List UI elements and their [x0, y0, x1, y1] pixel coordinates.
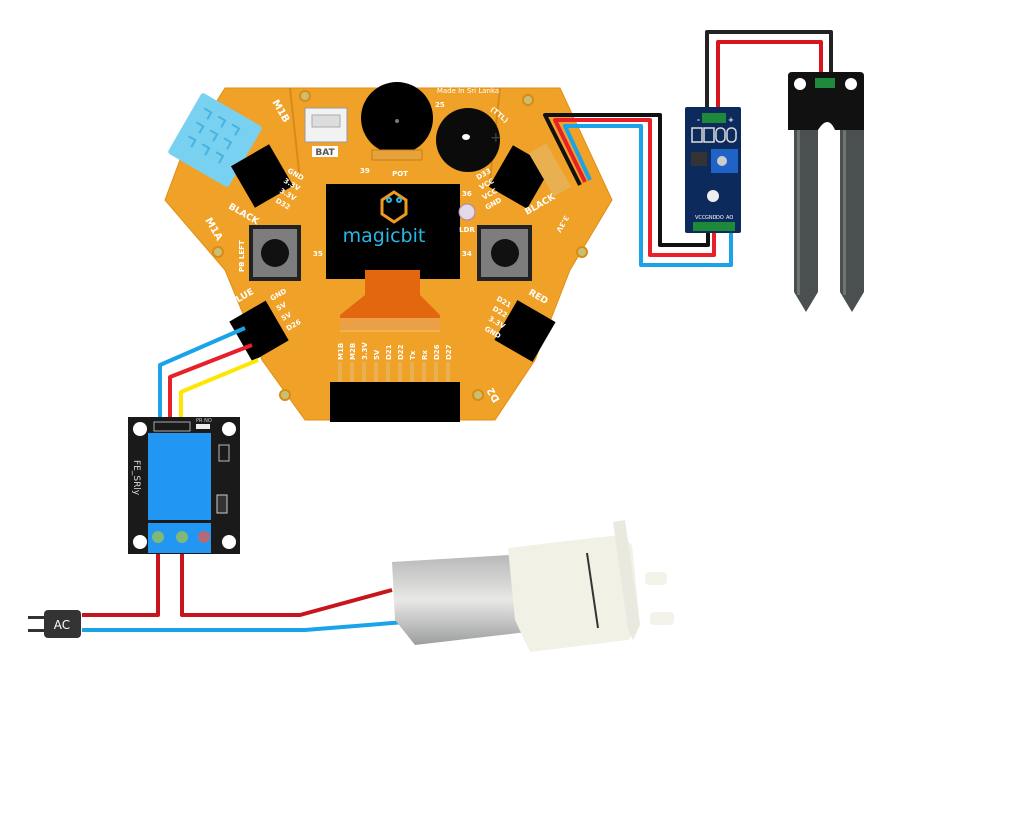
mounting-holes [212, 90, 588, 401]
ldr-sensor [458, 203, 476, 221]
header-pin-label: D21 [385, 344, 393, 360]
label-34: 34 [462, 250, 472, 258]
header-pin-label: Tx [409, 350, 417, 360]
header-pin [434, 362, 438, 382]
pot-label: POT [392, 170, 408, 178]
header-pin [398, 362, 402, 382]
header-pin-label: Rx [421, 350, 429, 360]
pin-label: GND [705, 215, 717, 221]
wire-ac-red-2 [180, 540, 393, 617]
made-in-label: Made In Sri Lanka [437, 87, 499, 95]
wire-relay-blue [158, 326, 246, 425]
header-pin-label: 3.3V [361, 342, 369, 360]
header-pin [386, 362, 390, 382]
header-pin [338, 362, 342, 382]
header-pin-label: M2B [349, 343, 357, 360]
relay-coil [148, 433, 211, 520]
potentiometer [361, 82, 433, 154]
header-pin [422, 362, 426, 382]
minus-label: - [697, 116, 700, 124]
relay-module: PR NO FE_SRly [128, 417, 240, 554]
wire-black-signal [543, 113, 710, 247]
header-pin [362, 362, 366, 382]
display-ribbon [340, 270, 440, 330]
relay-led-label: PR NO [196, 418, 212, 424]
header-pin [374, 362, 378, 382]
relay-label: FE_SRly [131, 460, 141, 496]
wire-ac-blue [82, 620, 406, 632]
left-push-button[interactable] [249, 225, 301, 281]
ldr-label: LDR [459, 226, 475, 234]
wire-blue-signal [563, 124, 733, 267]
soil-sensor-module: - + VCC GND DO AO [685, 107, 741, 233]
wire-probe-red [716, 40, 823, 110]
header-pin-label: M1B [337, 343, 345, 360]
header-pin [410, 362, 414, 382]
bottom-header: M1B M2B 3.3V 5V D21 D22 Tx Rx D26 D27 [330, 342, 460, 422]
wire-ac-red-1 [82, 540, 160, 617]
magicbit-logo-icon [380, 190, 408, 224]
pin-label: VCC [695, 215, 706, 221]
connector-right-bottom: RED D21 D22 3.3V GND [483, 288, 556, 362]
pin-label: AO [726, 215, 733, 221]
buzzer-plus: + [490, 130, 502, 146]
header-pin-label: D27 [445, 344, 453, 360]
buzzer [436, 108, 500, 172]
wire-probe-black [705, 30, 833, 110]
wire-relay-yellow [179, 358, 259, 425]
brand-logo-text: magicbit [343, 225, 426, 247]
header-pin [350, 362, 354, 382]
label-36: 36 [462, 190, 472, 198]
label-25: 25 [435, 101, 445, 109]
d4-label: D4 [259, 376, 276, 395]
wire-relay-red [168, 343, 253, 425]
header-pin-label: 5V [373, 349, 381, 360]
bat-label: BAT [315, 148, 335, 158]
pb-left-label: PB LEFT [238, 240, 246, 272]
oled-display: magicbit [326, 184, 460, 279]
battery-connector: BAT [304, 107, 348, 158]
pump-head [508, 535, 640, 652]
header-pin-label: D22 [397, 344, 405, 360]
label-39: 39 [360, 167, 370, 175]
ac-label: AC [54, 618, 70, 632]
water-pump [392, 520, 674, 652]
pump-motor [392, 555, 527, 645]
header-pin [446, 362, 450, 382]
soil-moisture-probe [788, 72, 864, 312]
magicbit-board: BAT POT 39 Made In Sri Lanka 25 + magicb… [164, 82, 613, 422]
label-35: 35 [313, 250, 323, 258]
right-push-button[interactable] [477, 225, 532, 281]
plus-label: + [728, 116, 734, 124]
ac-power-plug: AC [28, 610, 81, 638]
header-pin-label: D26 [433, 344, 441, 360]
wire-red-signal [553, 118, 716, 257]
pin-label: DO [716, 215, 724, 221]
wires [82, 30, 833, 632]
comparator-chip [691, 152, 707, 166]
